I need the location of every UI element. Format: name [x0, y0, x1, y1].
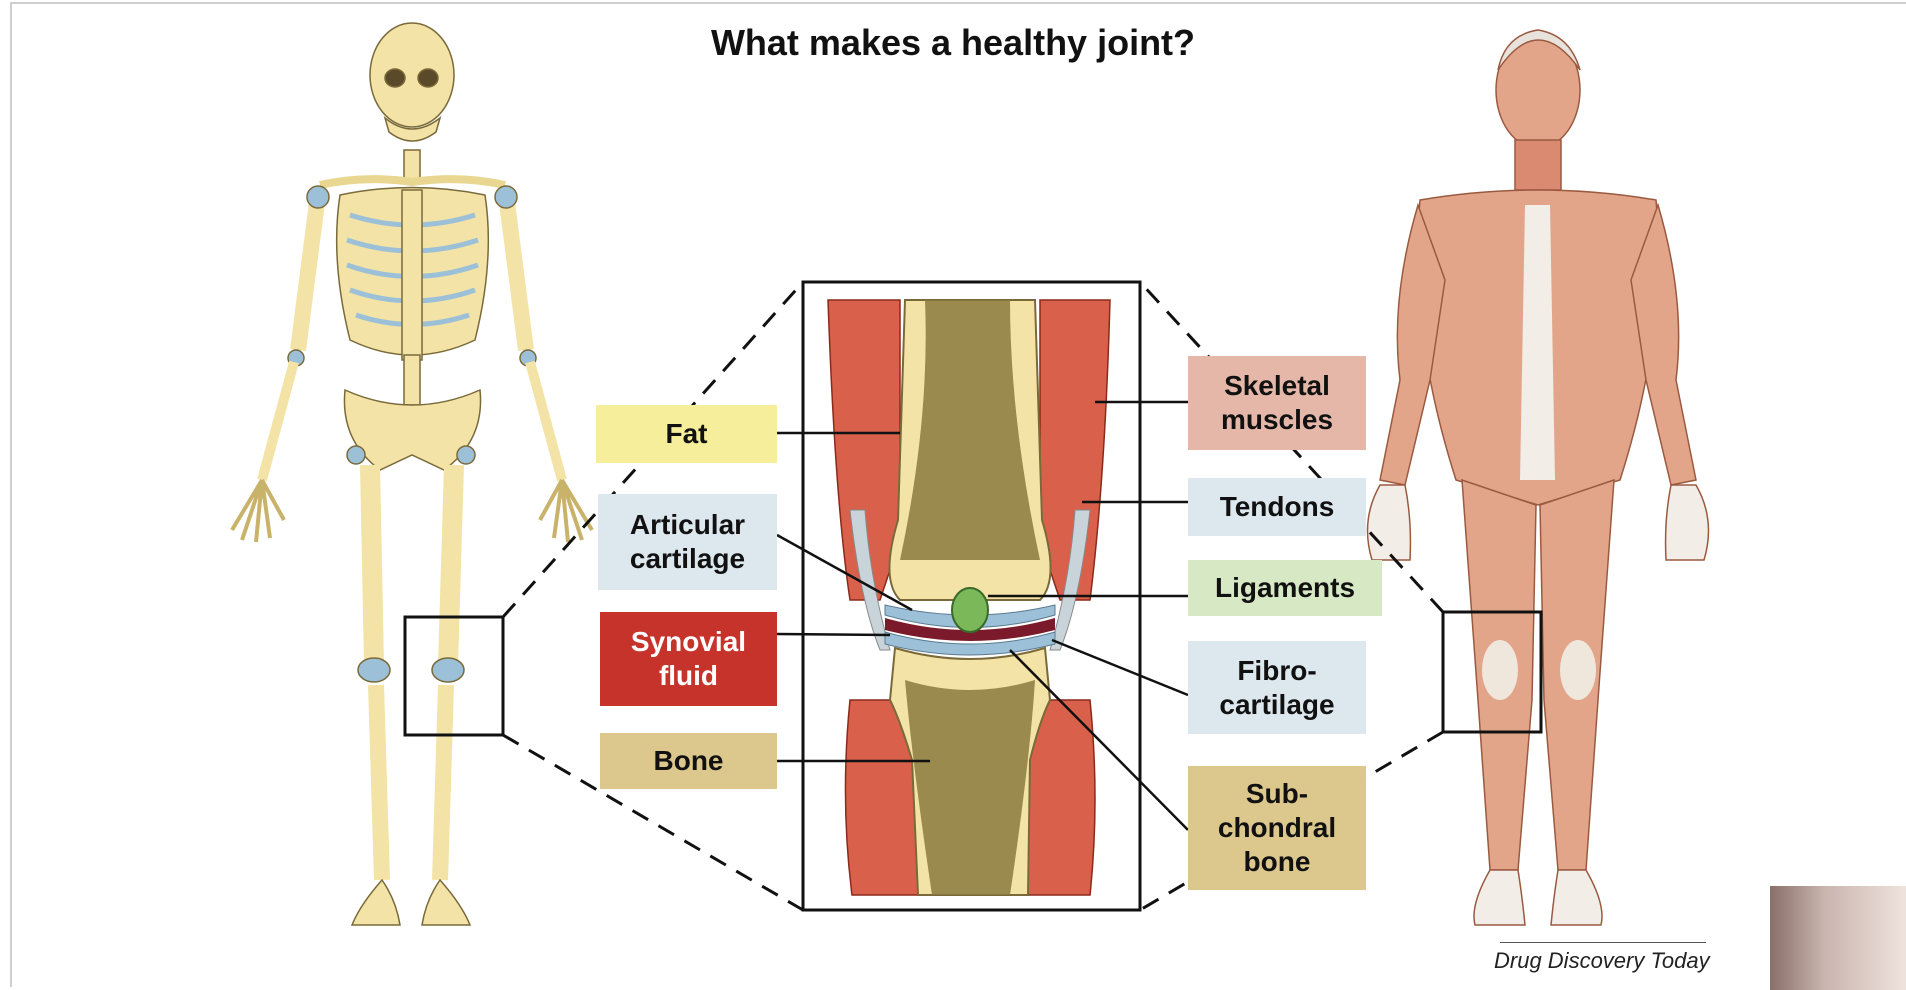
skeleton-illustration	[232, 23, 592, 925]
label-synovial-fluid: Synovial fluid	[600, 612, 777, 706]
label-articular-cartilage: Articular cartilage	[598, 494, 777, 590]
muscular-body-illustration	[1368, 30, 1709, 925]
knee-joint-illustration	[828, 300, 1110, 895]
label-fibrocartilage: Fibro- cartilage	[1188, 641, 1366, 734]
label-subchondral-bone: Sub- chondral bone	[1188, 766, 1366, 890]
label-bone: Bone	[600, 733, 777, 789]
label-skeletal-muscles: Skeletal muscles	[1188, 356, 1366, 450]
corner-thumbnail	[1770, 886, 1906, 990]
label-fat: Fat	[596, 405, 777, 463]
label-tendons: Tendons	[1188, 478, 1366, 536]
credit-rule	[1500, 942, 1706, 943]
label-ligaments: Ligaments	[1188, 560, 1382, 616]
credit-text: Drug Discovery Today	[1494, 948, 1710, 974]
